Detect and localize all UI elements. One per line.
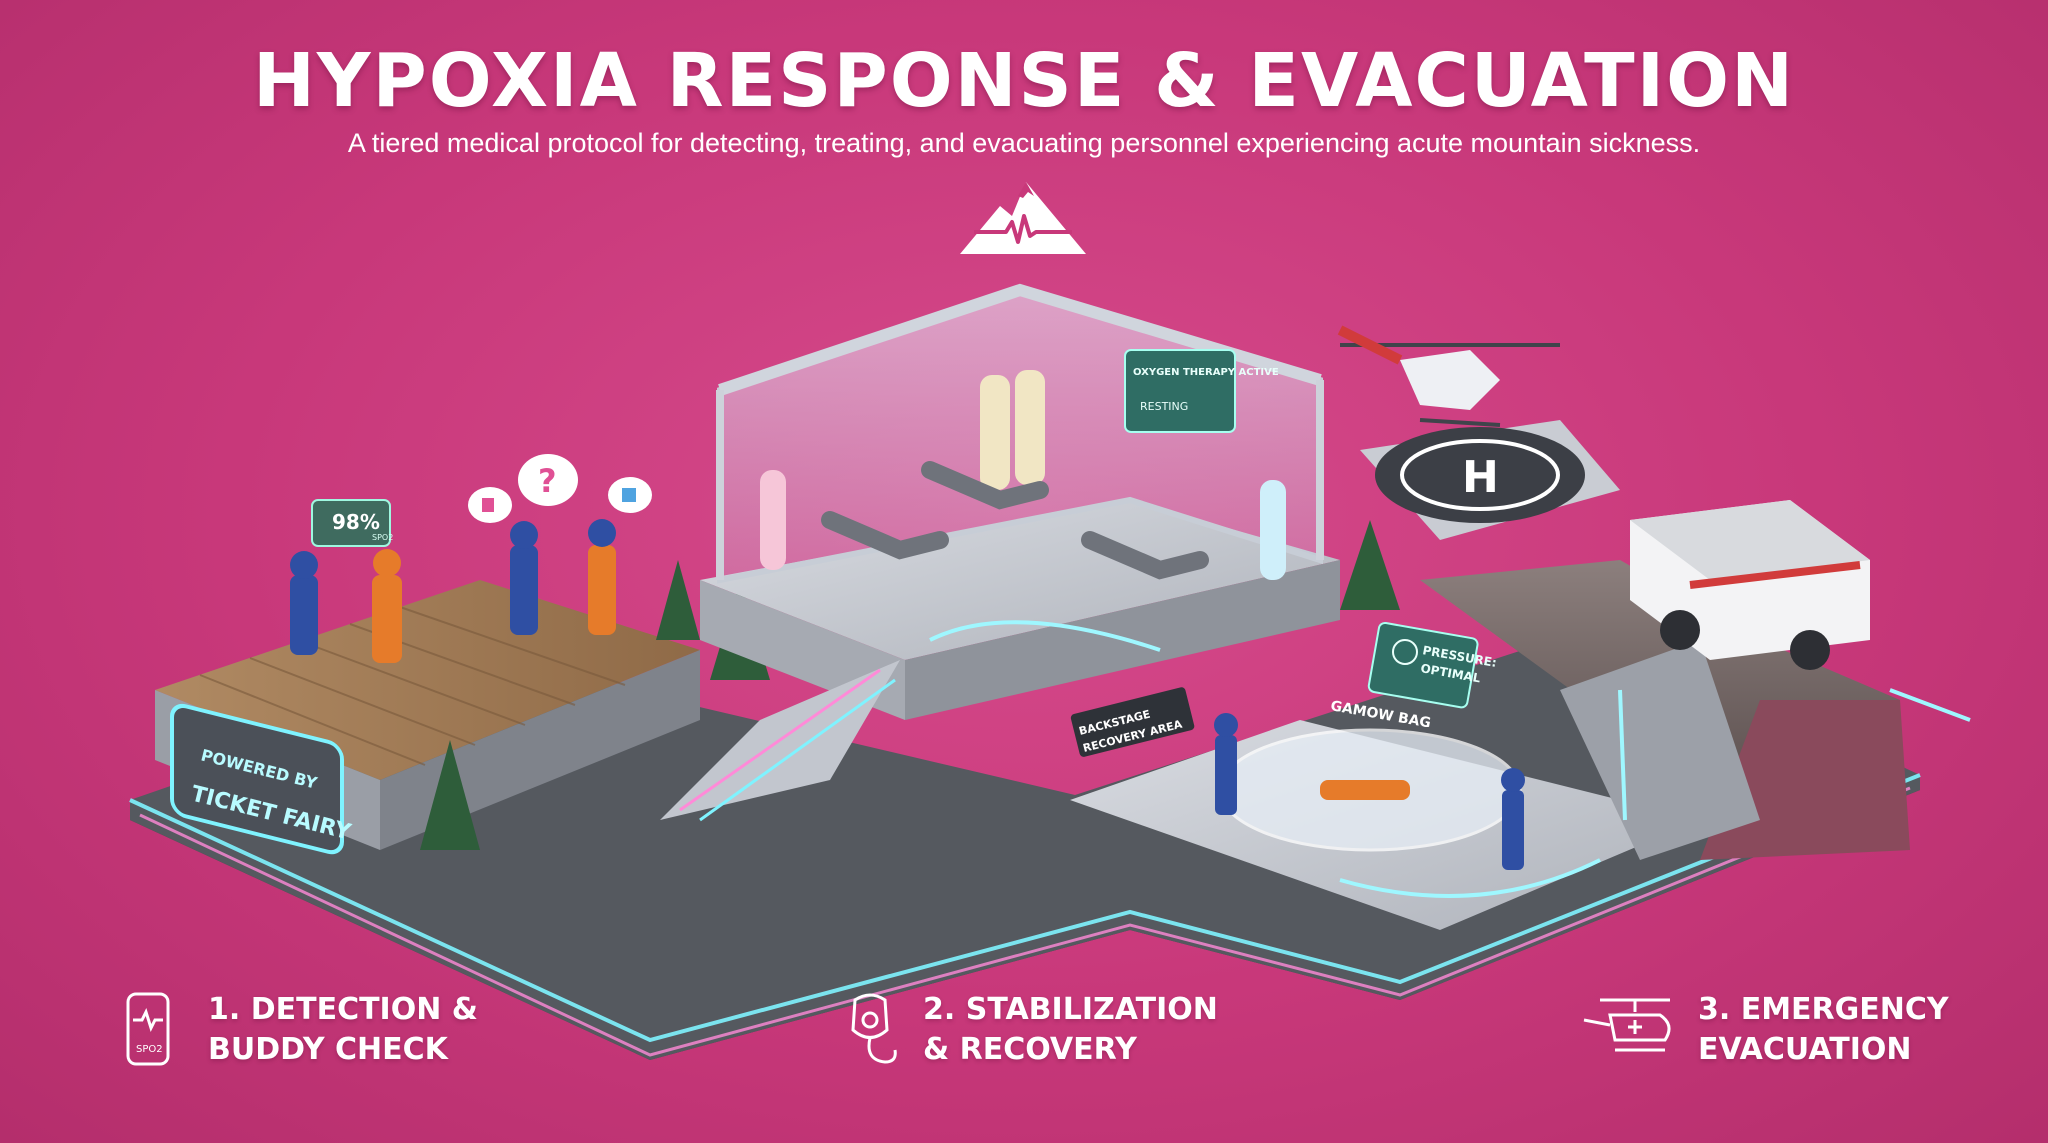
page-subtitle: A tiered medical protocol for detecting,… [347, 128, 1701, 158]
pulse-oximeter-text: SPO2 [136, 1044, 163, 1055]
helipad: H [1360, 420, 1620, 540]
ramp [660, 660, 900, 822]
ambulance [1630, 500, 1870, 670]
mountain-heartbeat-icon [960, 182, 1086, 254]
pressure-screen: PRESSURE: OPTIMAL [1367, 621, 1498, 709]
phase-detection: SPO2 1. DETECTION & BUDDY CHECK [120, 990, 478, 1070]
flow-arrows [929, 620, 1971, 898]
helipad-letter: H [1462, 452, 1499, 503]
spo2-unit: SPO2 [372, 533, 393, 542]
spo2-display: 98% SPO2 [311, 499, 393, 547]
speech-bubbles: ? [468, 454, 652, 523]
recovery-pod [700, 283, 1340, 720]
spo2-value: 98% [332, 510, 380, 534]
phase-stabilization-label: 2. STABILIZATION & RECOVERY [923, 992, 1218, 1067]
oxygen-mask-icon [851, 993, 897, 1064]
rock-terrain [1420, 560, 1910, 860]
question-mark: ? [538, 462, 557, 500]
medical-helicopter-icon [1583, 998, 1671, 1052]
phase-evacuation-label: 3. EMERGENCY EVACUATION [1698, 992, 1949, 1067]
pulse-oximeter-icon: SPO2 [126, 992, 170, 1066]
page-title: HYPOXIA RESPONSE & EVACUATION [252, 38, 1795, 124]
phase-stabilization: 2. STABILIZATION & RECOVERY [835, 990, 1218, 1070]
oxygen-therapy-screen: OXYGEN THERAPY ACTIVE RESTING [1124, 349, 1279, 433]
phase-detection-label: 1. DETECTION & BUDDY CHECK [208, 992, 478, 1067]
gamow-zone: GAMOW BAG [1070, 698, 1700, 930]
oxygen-screen-line2: RESTING [1140, 400, 1188, 413]
helicopter [1337, 325, 1560, 427]
responders-zone-1 [290, 519, 616, 663]
phase-evacuation: 3. EMERGENCY EVACUATION [1580, 990, 1949, 1070]
backstage-sign: BACKSTAGE RECOVERY AREA [1070, 687, 1195, 757]
oxygen-screen-line1: OXYGEN THERAPY ACTIVE [1133, 367, 1279, 378]
